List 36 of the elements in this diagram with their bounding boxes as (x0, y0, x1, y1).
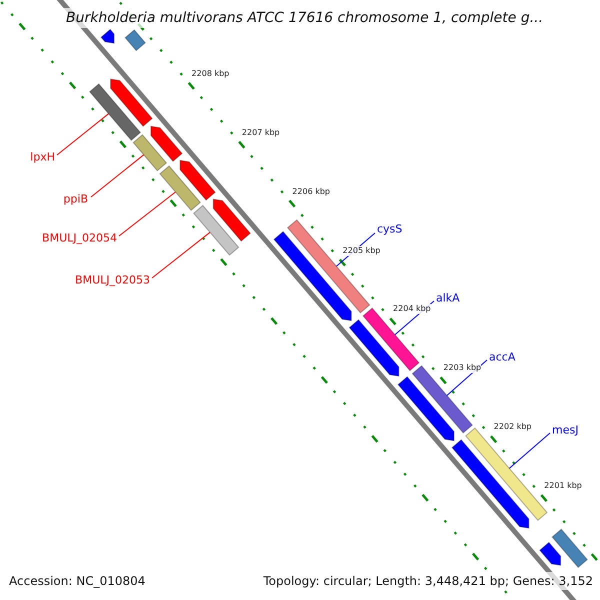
gene-bar (552, 528, 588, 568)
gene-label: BMULJ_02054 (42, 232, 117, 244)
scale-label: 2201 kbp (544, 481, 582, 492)
gene-label: cysS (377, 222, 402, 236)
gene-bar (539, 542, 562, 566)
gene-bar (100, 28, 115, 44)
gene-bar (451, 439, 530, 529)
scale-label: 2208 kbp (192, 68, 230, 79)
gene-label: ppiB (63, 192, 88, 206)
gene-label: alkA (436, 292, 460, 304)
gene-bar (180, 160, 216, 201)
gene-bar (212, 198, 251, 242)
leader-line (56, 113, 110, 156)
gene-bar (193, 204, 240, 256)
leader-line (152, 232, 210, 278)
scale-label: 2202 kbp (494, 422, 532, 432)
gene-label: mesJ (552, 424, 578, 436)
gene-label: lpxH (30, 150, 55, 164)
gene-label: BMULJ_02053 (75, 274, 150, 286)
gene-bar (110, 78, 153, 127)
leader-line (90, 154, 144, 198)
leader-line (508, 432, 550, 469)
scale-label: 2203 kbp (443, 363, 482, 374)
scale-label: 2207 kbp (242, 128, 280, 138)
gene-bar (89, 83, 142, 141)
scale-label: 2205 kbp (342, 246, 380, 256)
gene-bar (159, 165, 201, 211)
gene-bar (397, 376, 454, 442)
scale-label: 2204 kbp (393, 304, 431, 314)
gene-bar (348, 319, 400, 377)
gene-bar (150, 126, 183, 162)
gene-bar (132, 134, 168, 172)
leader-line (118, 192, 176, 236)
gene-bar (124, 29, 146, 52)
scale-label: 2206 kbp (292, 186, 330, 197)
gene-label: accA (489, 350, 516, 364)
